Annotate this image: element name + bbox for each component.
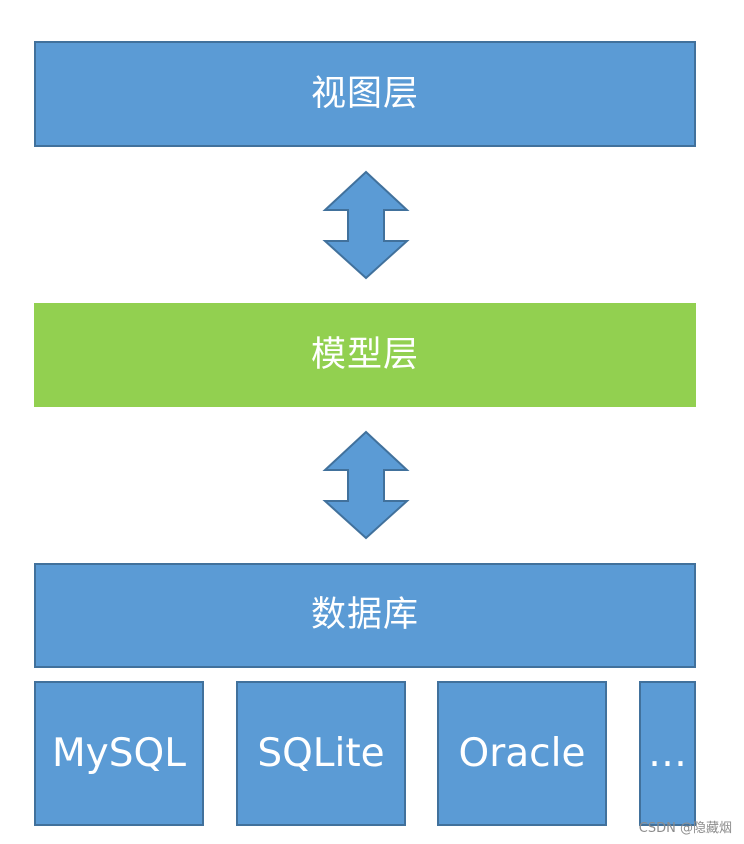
view-layer-box: 视图层 [34,41,696,147]
watermark-text: CSDN @隐藏烟 [638,821,732,836]
database-layer-label: 数据库 [310,595,419,635]
db-box-oracle: Oracle [437,681,607,826]
db-label-more: … [648,731,687,776]
db-label-oracle: Oracle [458,731,586,776]
db-box-sqlite: SQLite [236,681,406,826]
double-arrow-icon [322,170,410,280]
database-layer-box: 数据库 [34,563,696,668]
view-layer-label: 视图层 [310,73,419,114]
db-box-more: … [639,681,696,826]
db-label-mysql: MySQL [52,731,186,776]
model-layer-label: 模型层 [310,334,419,375]
db-label-sqlite: SQLite [257,731,385,776]
double-arrow-icon [322,430,410,540]
db-box-mysql: MySQL [34,681,204,826]
model-layer-box: 模型层 [34,303,696,407]
